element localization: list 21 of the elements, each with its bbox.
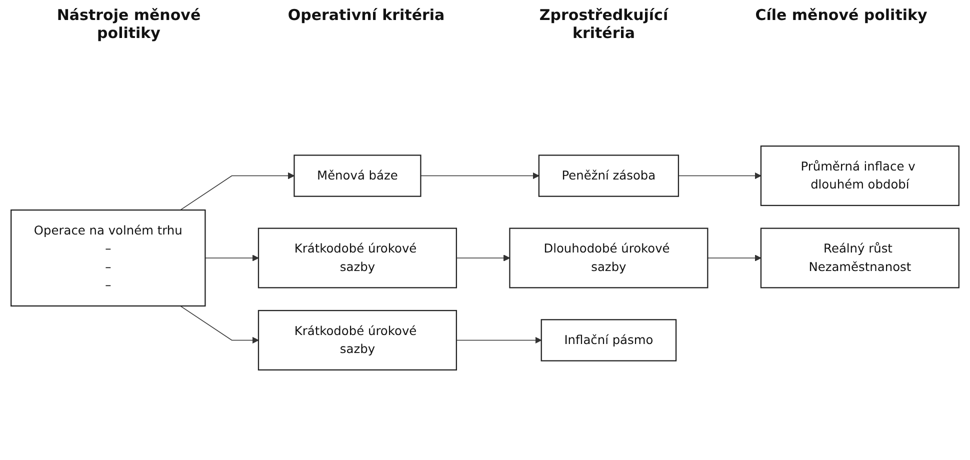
- arrow: [180, 172, 295, 210]
- arrow: [420, 172, 540, 180]
- node-box: Měnová báze: [294, 154, 422, 197]
- node-box: Krátkodobé úrokové sazby: [258, 228, 457, 288]
- node-box: Reálný růst Nezaměstnanost: [760, 228, 960, 288]
- arrow: [707, 254, 762, 262]
- column-heading: Operativní kritéria: [286, 6, 446, 26]
- arrow: [180, 306, 259, 344]
- column-heading: Zprostředkující kritéria: [538, 6, 670, 44]
- arrow: [456, 336, 542, 344]
- column-heading: Cíle měnové politiky: [754, 6, 928, 26]
- arrow: [204, 254, 259, 262]
- arrow: [678, 172, 762, 180]
- node-box: Peněžní zásoba: [538, 154, 680, 197]
- node-box: Průměrná inflace v dlouhém období: [760, 146, 960, 206]
- node-box: Dlouhodobé úrokové sazby: [509, 228, 708, 288]
- node-box: Krátkodobé úrokové sazby: [258, 310, 457, 370]
- arrow: [456, 254, 510, 262]
- node-box: Inflační pásmo: [540, 319, 677, 362]
- node-box: Operace na volném trhu – – –: [10, 209, 206, 307]
- column-heading: Nástroje měnové politiky: [56, 6, 202, 44]
